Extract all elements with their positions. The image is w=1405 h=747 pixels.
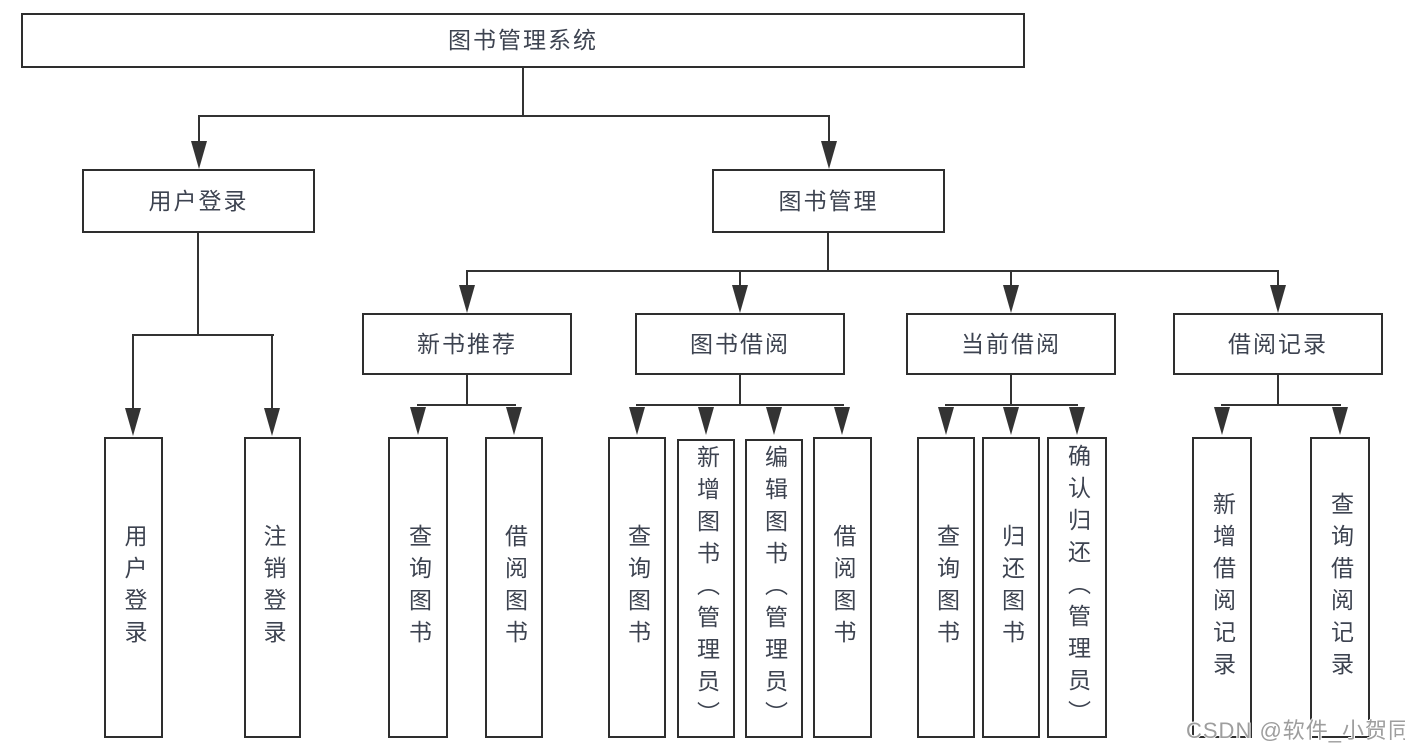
node-label: 用户登录 [148,187,249,214]
node-label: 当前借阅 [961,330,1061,357]
arrow-head-icon [125,408,141,436]
node-label: 归还图书 [998,523,1025,652]
connector-hline [466,270,1279,272]
node-label: 查询图书 [933,523,960,652]
node-leaf-edit-book-admin: 编辑图书（管理员） [745,439,803,738]
connector-vline [827,233,829,272]
arrow-head-icon [1332,407,1348,435]
connector-vline [466,375,468,406]
connector-vline [739,270,741,287]
node-label: 借阅图书 [501,523,528,652]
arrow-head-icon [1003,285,1019,313]
connector-vline [271,334,273,410]
connector-vline [132,334,134,410]
node-label: 查询图书 [405,523,432,652]
node-current-borrowing: 当前借阅 [906,313,1116,375]
node-leaf-confirm-return-admin: 确认归还（管理员） [1047,437,1107,738]
node-new-book-recommend: 新书推荐 [362,313,572,375]
connector-hline [945,404,1078,406]
arrow-head-icon [938,407,954,435]
arrow-head-icon [629,407,645,435]
node-library-management-system: 图书管理系统 [21,13,1025,68]
connector-vline [197,233,199,336]
arrow-head-icon [1214,407,1230,435]
connector-hline [1221,404,1341,406]
node-borrowing-records: 借阅记录 [1173,313,1383,375]
node-label: 查询借阅记录 [1327,491,1354,684]
node-label: 查询图书 [624,523,651,652]
node-label: 用户登录 [121,523,147,652]
arrow-head-icon [506,407,522,435]
connector-hline [417,404,516,406]
node-leaf-return-books: 归还图书 [982,437,1040,738]
node-label: 确认归还（管理员） [1064,443,1091,732]
node-leaf-borrow-books: 借阅图书 [813,437,872,738]
node-label: 借阅记录 [1228,330,1328,357]
arrow-head-icon [264,408,280,436]
connector-hline [636,404,844,406]
arrow-head-icon [834,407,850,435]
node-label: 新增图书（管理员） [693,444,720,733]
arrow-head-icon [191,141,207,169]
connector-vline [739,375,741,406]
node-leaf-query-books-borrow: 查询图书 [608,437,666,738]
watermark: CSDN @软件_小贺同学 [1186,718,1405,743]
node-label: 新增借阅记录 [1209,491,1236,684]
node-label: 新书推荐 [417,330,517,357]
connector-vline [828,115,830,143]
node-leaf-add-book-admin: 新增图书（管理员） [677,439,735,738]
connector-hline [198,115,830,117]
arrow-head-icon [1003,407,1019,435]
connector-vline [522,68,524,117]
node-user-login: 用户登录 [82,169,315,233]
node-book-management: 图书管理 [712,169,945,233]
node-label: 图书借阅 [690,330,790,357]
node-leaf-user-login: 用户登录 [104,437,163,738]
connector-vline [198,115,200,143]
node-book-borrowing: 图书借阅 [635,313,845,375]
node-label: 注销登录 [260,523,286,652]
node-label: 图书管理系统 [448,27,598,53]
arrow-head-icon [698,407,714,435]
connector-hline [132,334,274,336]
connector-vline [1277,375,1279,406]
node-leaf-logout: 注销登录 [244,437,301,738]
connector-vline [1010,270,1012,287]
arrow-head-icon [766,407,782,435]
node-label: 借阅图书 [830,523,856,652]
arrow-head-icon [821,141,837,169]
arrow-head-icon [732,285,748,313]
arrow-head-icon [410,407,426,435]
connector-vline [1010,375,1012,406]
node-label: 编辑图书（管理员） [761,444,788,733]
arrow-head-icon [1270,285,1286,313]
arrow-head-icon [1069,407,1085,435]
node-leaf-query-books-rec: 查询图书 [388,437,448,738]
connector-vline [466,270,468,287]
connector-vline [1277,270,1279,287]
node-label: 图书管理 [778,187,879,214]
node-leaf-query-books-current: 查询图书 [917,437,975,738]
node-leaf-query-borrow-record: 查询借阅记录 [1310,437,1370,738]
node-leaf-add-borrow-record: 新增借阅记录 [1192,437,1252,738]
arrow-head-icon [459,285,475,313]
node-leaf-borrow-books-rec: 借阅图书 [485,437,543,738]
